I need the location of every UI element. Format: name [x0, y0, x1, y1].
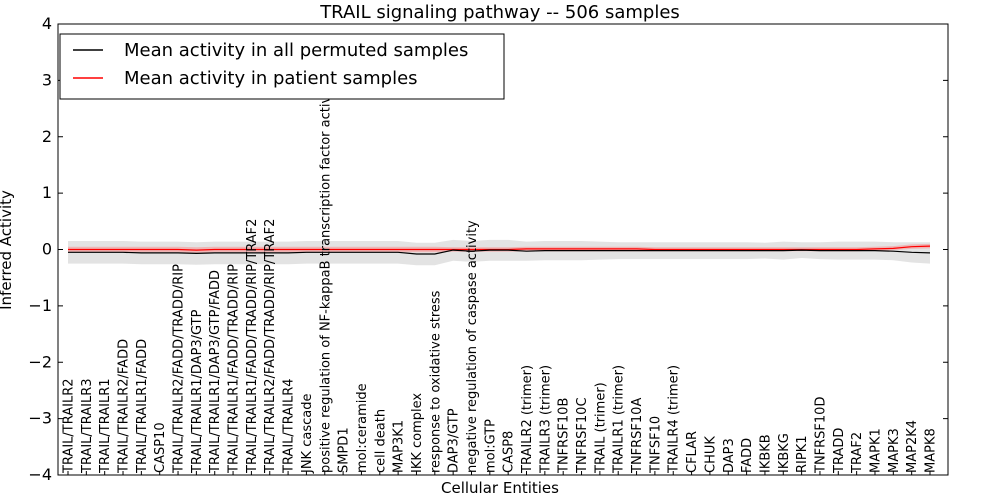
x-tick-label: IKK complex: [410, 393, 425, 473]
x-tick-label: TRAIL/TRAILR2/FADD: [117, 339, 132, 474]
x-tick-label: TNFRSF10D: [814, 397, 829, 474]
x-tick-label: TRAIL/TRAILR1/DAP3/GTP/FADD: [208, 270, 223, 474]
x-tick-label: positive regulation of NF-kappaB transcr…: [318, 79, 333, 473]
x-tick-label: TRAIL/TRAILR1/FADD/TRADD/RIP: [227, 264, 242, 474]
x-tick-label: TRAIL/TRAILR1/FADD/TRADD/RIP/TRAF2: [245, 219, 260, 474]
x-tick-label: CHUK: [703, 436, 718, 473]
x-tick-label: TRAIL/TRAILR1/DAP3/GTP: [190, 309, 205, 474]
x-tick-label: TRAILR1 (trimer): [612, 365, 627, 474]
y-tick-label: 3: [42, 70, 52, 89]
y-tick-label: 2: [42, 127, 52, 146]
band-series-0: [68, 239, 930, 266]
x-tick-label: TRAIL (trimer): [593, 382, 608, 474]
x-tick-label: TNFRSF10A: [630, 398, 645, 474]
y-tick-label: −1: [28, 296, 52, 315]
x-tick-label: response to oxidative stress: [428, 290, 443, 473]
x-tick-label: IKBKB: [758, 434, 773, 473]
x-tick-label: TRAIL/TRAILR2: [62, 378, 77, 474]
legend-label-patient: Mean activity in patient samples: [124, 68, 418, 89]
x-tick-label: FADD: [740, 438, 755, 473]
x-tick-label: DAP3: [722, 438, 737, 473]
confidence-bands: [68, 239, 930, 266]
x-tick-label: TRAIL/TRAILR4: [282, 378, 297, 474]
x-tick-label: DAP3/GTP: [447, 408, 462, 473]
y-tick-label: 1: [42, 183, 52, 202]
legend-box: [59, 33, 505, 100]
x-tick-label: mol:ceramide: [355, 383, 370, 473]
y-axis-label: Inferred Activity: [0, 190, 15, 310]
x-tick-label: CASP10: [153, 422, 168, 473]
x-axis-label: Cellular Entities: [441, 479, 559, 497]
series-lines: [68, 245, 931, 255]
chart-title: TRAIL signaling pathway -- 506 samples: [319, 2, 680, 23]
x-tick-label: mol:GTP: [483, 419, 498, 473]
x-tick-label: TRAILR3 (trimer): [538, 365, 553, 474]
legend-label-permuted: Mean activity in all permuted samples: [124, 40, 468, 61]
x-tick-label: MAP2K4: [905, 420, 920, 473]
legend: Mean activity in all permuted samples Me…: [59, 33, 505, 100]
x-tick-label: TRAILR4 (trimer): [667, 365, 682, 474]
y-tick-label: 4: [42, 14, 52, 33]
x-tick-label: CFLAR: [685, 431, 700, 473]
x-tick-label: TNFRSF10B: [557, 398, 572, 474]
x-tick-label: IKBKG: [777, 433, 792, 473]
line-series-0: [68, 249, 931, 255]
x-tick-label: negative regulation of caspase activity: [465, 220, 480, 473]
x-tick-label: SMPD1: [337, 427, 352, 473]
y-tick-label: −3: [28, 409, 52, 428]
x-tick-label: cell death: [373, 409, 388, 473]
y-tick-label: −4: [28, 465, 52, 484]
x-tick-label: TNFRSF10C: [575, 397, 590, 474]
x-tick-label: JNK cascade: [300, 394, 315, 474]
x-tick-label: CASP8: [502, 431, 517, 473]
y-tick-label: 0: [42, 240, 52, 259]
x-tick-label: TRAIL/TRAILR2/FADD/TRADD/RIP/TRAF2: [263, 219, 278, 474]
y-tick-label: −2: [28, 352, 52, 371]
x-tick-label: TRAF2: [850, 432, 865, 474]
x-tick-label: TRAIL/TRAILR3: [80, 378, 95, 474]
x-tick-label: TRAILR2 (trimer): [520, 365, 535, 474]
x-tick-label: TRAIL/TRAILR2/FADD/TRADD/RIP: [172, 264, 187, 474]
x-tick-label: MAP3K1: [392, 420, 407, 473]
x-tick-label: MAPK1: [869, 428, 884, 473]
x-tick-label: TRAIL/TRAILR1: [98, 378, 113, 474]
x-tick-label: TRADD: [832, 428, 847, 474]
x-tick-label: TRAIL/TRAILR1/FADD: [135, 339, 150, 474]
x-tick-label: MAPK8: [924, 428, 939, 473]
x-tick-label: MAPK3: [887, 428, 902, 473]
x-tick-label: TNFSF10: [648, 416, 663, 474]
x-tick-label: RIPK1: [795, 435, 810, 473]
y-axis: −4 −3 −2 −1 0 1 2 3 4: [28, 14, 948, 484]
